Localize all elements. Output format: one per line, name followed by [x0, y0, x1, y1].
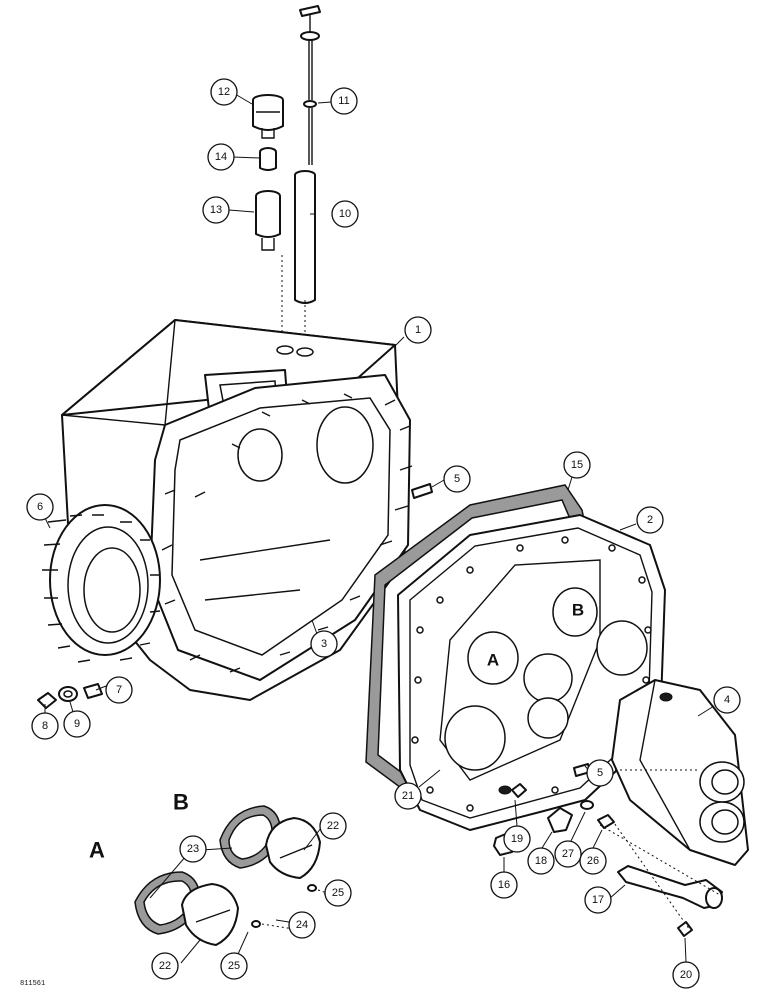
transmission-case — [42, 319, 413, 701]
callout-22-lower: 22 — [151, 952, 179, 980]
callout-21-text: 21 — [402, 790, 414, 802]
callout-25-lower-text: 25 — [228, 960, 240, 972]
breather-cap — [252, 94, 284, 139]
callout-26-text: 26 — [587, 855, 599, 867]
dipstick-assembly — [299, 5, 321, 165]
callout-13-text: 13 — [210, 204, 222, 216]
callout-1: 1 — [404, 316, 432, 344]
callout-27: 27 — [554, 840, 582, 868]
callout-26: 26 — [579, 847, 607, 875]
callout-20-text: 20 — [680, 969, 692, 981]
callout-3: 3 — [310, 630, 338, 658]
fitting — [83, 683, 103, 699]
callout-20: 20 — [672, 961, 700, 989]
case-studs-front — [161, 393, 413, 673]
callout-11: 11 — [330, 87, 358, 115]
callout-18-text: 18 — [535, 855, 547, 867]
pump-housing — [611, 679, 749, 866]
callout-10-text: 10 — [339, 208, 351, 220]
callout-8-text: 8 — [42, 720, 48, 732]
reducer-bushing — [259, 147, 277, 171]
callout-17-text: 17 — [592, 894, 604, 906]
callout-12: 12 — [210, 78, 238, 106]
breather-extension — [255, 190, 281, 251]
callout-21: 21 — [394, 782, 422, 810]
plate-marker-a: A — [487, 651, 499, 670]
callout-14: 14 — [207, 143, 235, 171]
view-b-label: B — [173, 790, 189, 815]
callout-18: 18 — [527, 847, 555, 875]
callout-13: 13 — [202, 196, 230, 224]
elbow-fitting — [547, 807, 573, 833]
callout-6: 6 — [26, 493, 54, 521]
callout-24-text: 24 — [296, 919, 308, 931]
bearing-cap-a — [181, 883, 239, 946]
case-side-bore — [49, 504, 161, 656]
callout-8: 8 — [31, 712, 59, 740]
callout-24: 24 — [288, 911, 316, 939]
dowel-pin-upper — [411, 483, 433, 499]
callout-19-text: 19 — [511, 833, 523, 845]
callout-25-lower: 25 — [220, 952, 248, 980]
callout-23: 23 — [179, 835, 207, 863]
case-side-studs — [42, 514, 161, 663]
callout-16-text: 16 — [498, 879, 510, 891]
callout-3-text: 3 — [321, 638, 327, 650]
callout-5-lower: 5 — [586, 759, 614, 787]
callout-1-text: 1 — [415, 324, 421, 336]
connector — [597, 814, 615, 829]
callout-6-text: 6 — [37, 501, 43, 513]
callout-5-lower-text: 5 — [597, 767, 603, 779]
callout-2: 2 — [636, 506, 664, 534]
callout-19: 19 — [503, 825, 531, 853]
callout-10: 10 — [331, 200, 359, 228]
callout-17: 17 — [584, 886, 612, 914]
callout-23-text: 23 — [187, 843, 199, 855]
callout-12-text: 12 — [218, 86, 230, 98]
callout-22-lower-text: 22 — [159, 960, 171, 972]
plug — [37, 692, 57, 709]
callout-25-upper: 25 — [324, 879, 352, 907]
washer — [58, 686, 78, 702]
callout-15: 15 — [563, 451, 591, 479]
callout-15-text: 15 — [571, 459, 583, 471]
orifice-plug — [511, 783, 527, 798]
end-plug — [677, 921, 693, 937]
callout-5-upper-text: 5 — [454, 473, 460, 485]
callout-22-upper-text: 22 — [327, 820, 339, 832]
callout-27-text: 27 — [562, 848, 574, 860]
figure-code: 811561 — [20, 980, 45, 988]
callout-14-text: 14 — [215, 151, 227, 163]
callout-9-text: 9 — [74, 718, 80, 730]
callout-7-text: 7 — [116, 684, 122, 696]
callout-25-upper-text: 25 — [332, 887, 344, 899]
callout-5-upper: 5 — [443, 465, 471, 493]
callout-7: 7 — [105, 676, 133, 704]
callout-4-text: 4 — [724, 694, 730, 706]
callout-22-upper: 22 — [319, 812, 347, 840]
callout-2-text: 2 — [647, 514, 653, 526]
o-ring — [580, 800, 594, 810]
view-a-label: A — [89, 838, 105, 863]
plate-a-marker-b: B — [572, 601, 584, 620]
bearing-cap-b — [265, 817, 321, 879]
callout-9: 9 — [63, 710, 91, 738]
callout-11-text: 11 — [338, 95, 349, 107]
dipstick-tube — [294, 170, 316, 304]
suction-tube — [617, 865, 723, 909]
callout-16: 16 — [490, 871, 518, 899]
callout-4: 4 — [713, 686, 741, 714]
seal-gasket-b — [219, 805, 281, 869]
